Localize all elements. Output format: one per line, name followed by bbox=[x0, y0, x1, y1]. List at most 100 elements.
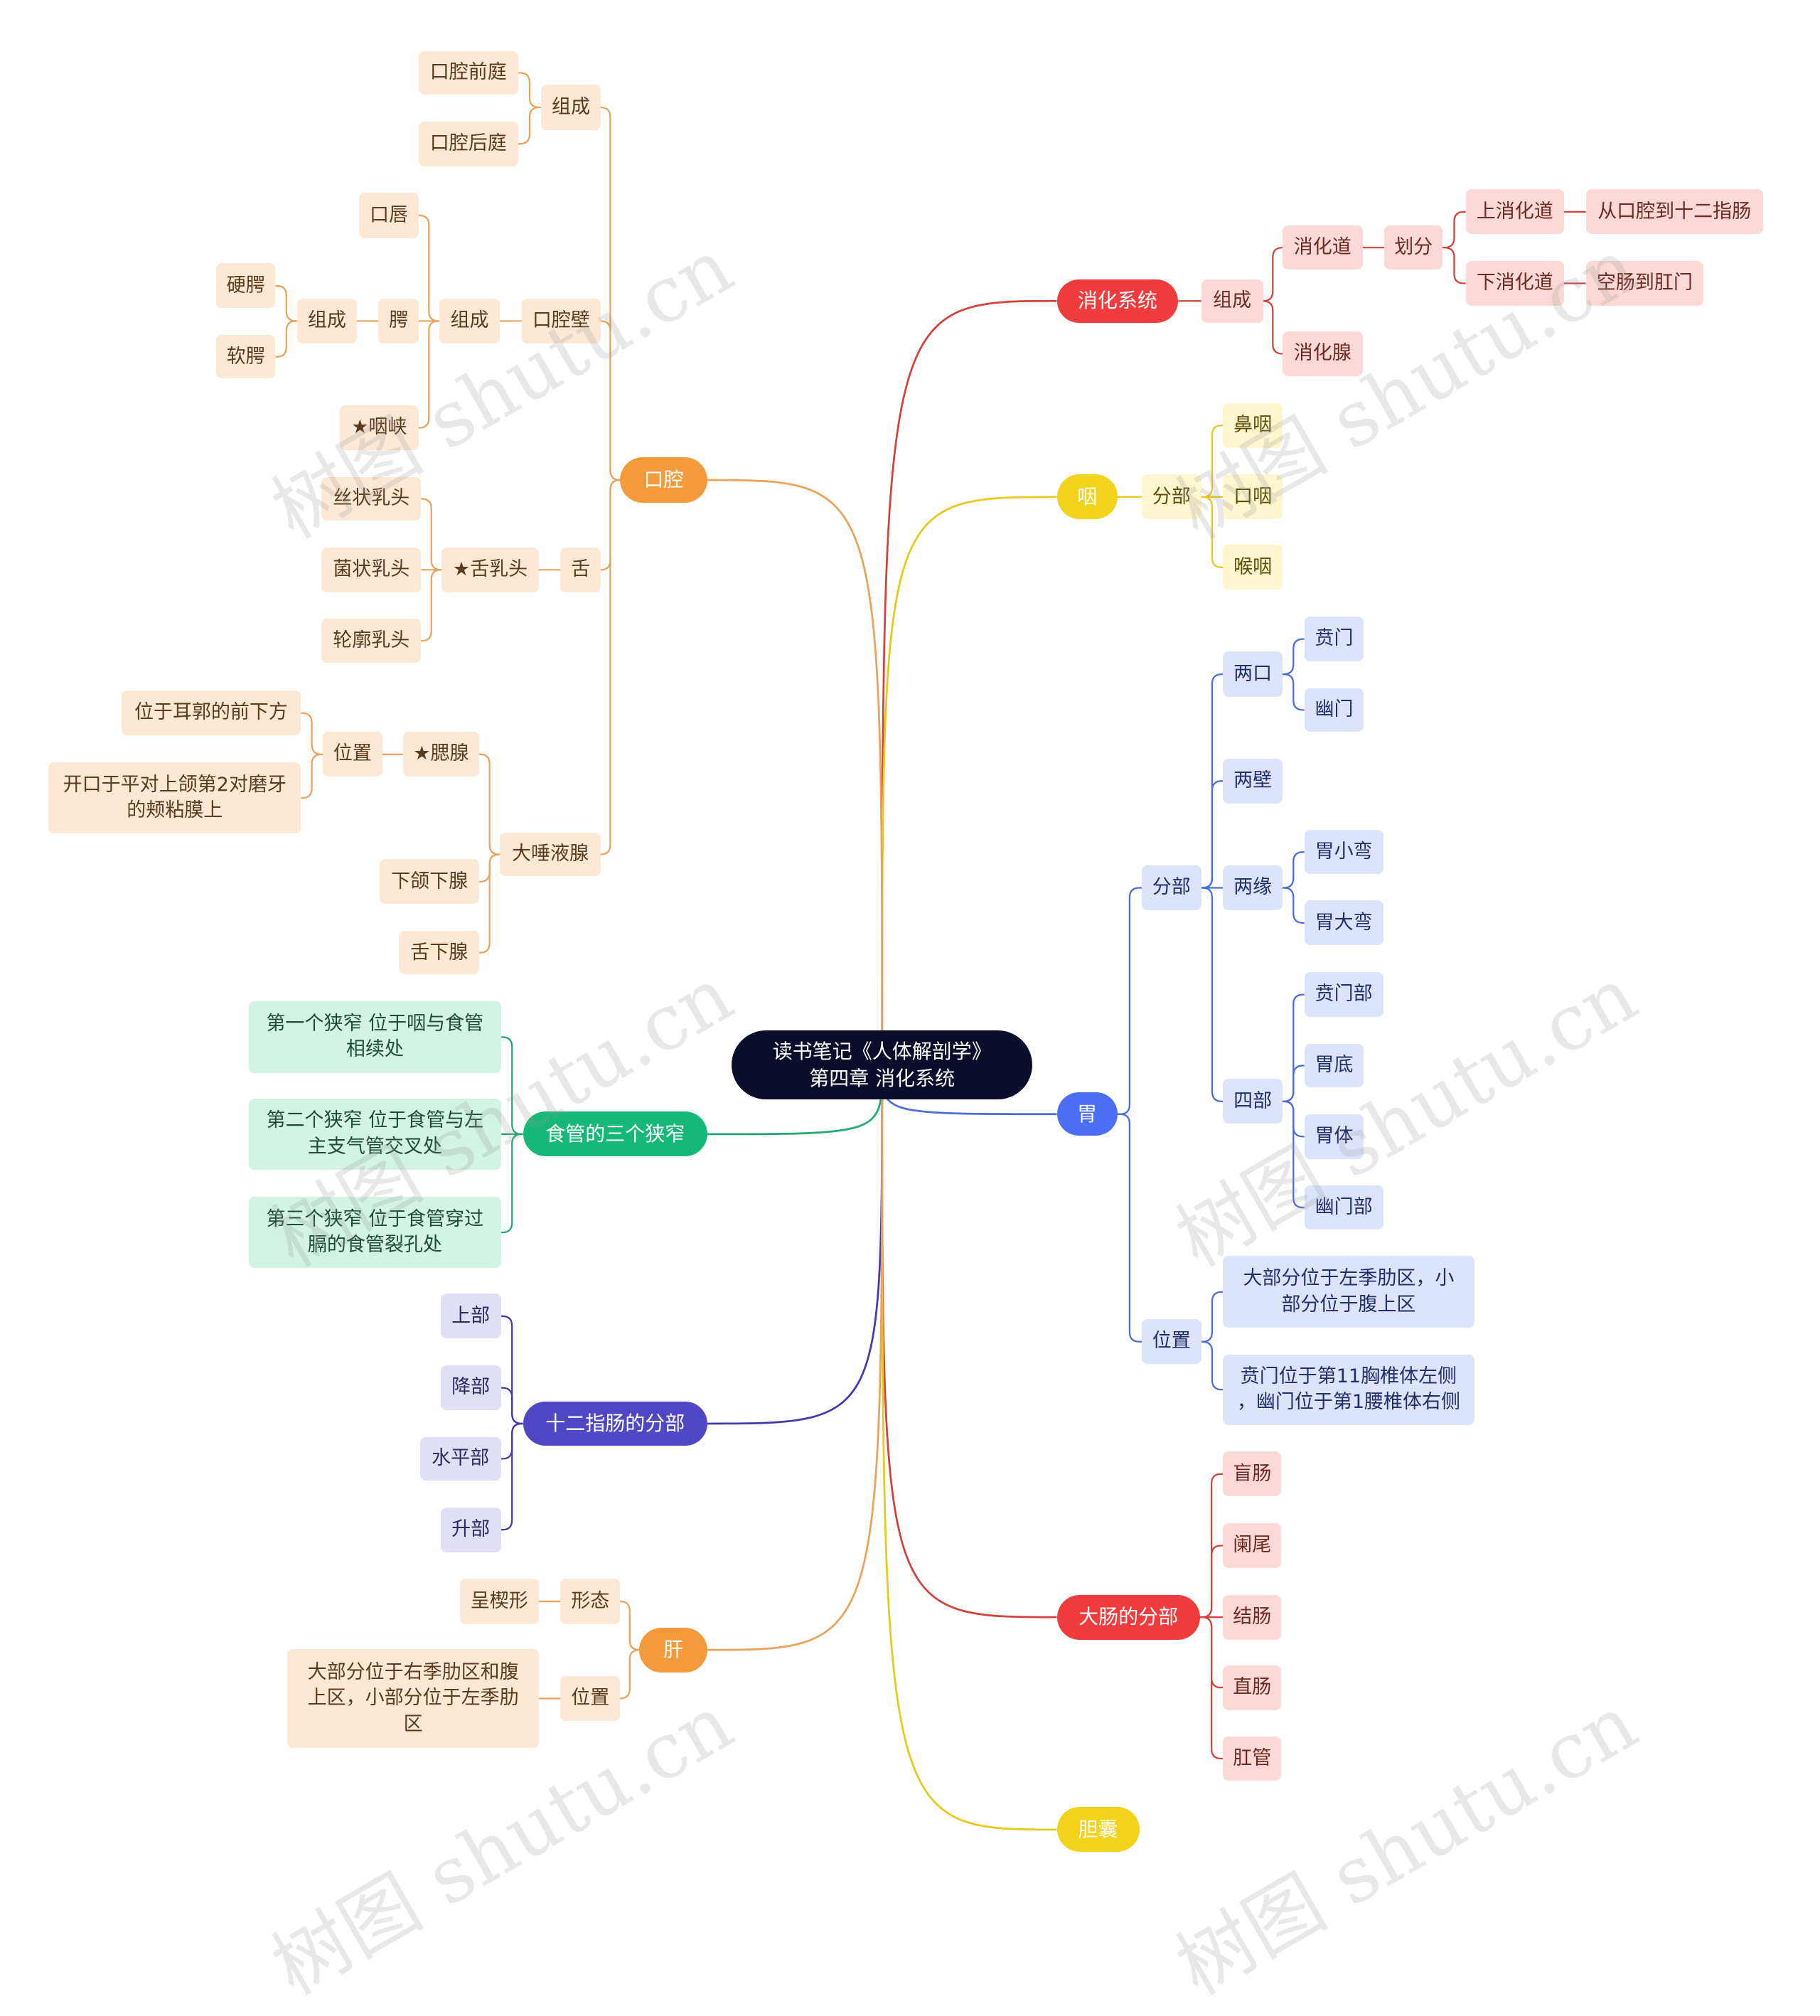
node-位置[interactable]: 位置 bbox=[1141, 1319, 1201, 1365]
node-上部[interactable]: 上部 bbox=[440, 1294, 501, 1339]
branch-connector bbox=[881, 1067, 1057, 1831]
node-舌乳头[interactable]: ★舌乳头 bbox=[441, 547, 539, 592]
node-硬腭[interactable]: 硬腭 bbox=[215, 263, 276, 309]
node-鼻咽[interactable]: 鼻咽 bbox=[1223, 402, 1283, 448]
connector bbox=[1263, 247, 1283, 302]
connector bbox=[301, 753, 323, 799]
node-胃底[interactable]: 胃底 bbox=[1304, 1043, 1364, 1088]
node-位置[interactable]: 位置 bbox=[560, 1675, 621, 1722]
node-贲门位于第11胸椎体左侧，幽[interactable]: 贲门位于第11胸椎体左侧 ，幽门位于第1腰椎体右侧 bbox=[1223, 1354, 1474, 1425]
branch-咽[interactable]: 咽 bbox=[1056, 474, 1118, 520]
connector bbox=[1442, 210, 1466, 249]
node-空肠到肛门[interactable]: 空肠到肛门 bbox=[1585, 260, 1704, 306]
node-口咽[interactable]: 口咽 bbox=[1223, 474, 1283, 520]
node-舌下腺[interactable]: 舌下腺 bbox=[399, 931, 480, 975]
branch-connector bbox=[881, 496, 1057, 1063]
node-软腭[interactable]: 软腭 bbox=[215, 335, 276, 379]
node-咽峡[interactable]: ★咽峡 bbox=[339, 405, 419, 451]
node-第一个狭窄位于咽与食管相续处[interactable]: 第一个狭窄 位于咽与食管 相续处 bbox=[248, 1001, 501, 1073]
node-贲门[interactable]: 贲门 bbox=[1304, 616, 1364, 662]
node-分部[interactable]: 分部 bbox=[1141, 474, 1201, 520]
node-舌[interactable]: 舌 bbox=[560, 547, 601, 592]
node-降部[interactable]: 降部 bbox=[440, 1365, 501, 1411]
node-阑尾[interactable]: 阑尾 bbox=[1223, 1522, 1282, 1568]
node-组成[interactable]: 组成 bbox=[1201, 279, 1263, 323]
branch-connector bbox=[707, 1067, 884, 1651]
connector bbox=[1201, 496, 1224, 569]
connector bbox=[500, 1387, 523, 1425]
node-腭[interactable]: 腭 bbox=[378, 298, 419, 343]
connector bbox=[600, 320, 621, 481]
node-两缘[interactable]: 两缘 bbox=[1223, 865, 1283, 910]
node-上消化道[interactable]: 上消化道 bbox=[1465, 189, 1564, 235]
node-丝状乳头[interactable]: 丝状乳头 bbox=[321, 476, 422, 521]
node-位于耳郭的前下方[interactable]: 位于耳郭的前下方 bbox=[121, 690, 301, 736]
branch-connector bbox=[707, 1067, 884, 1425]
node-组成[interactable]: 组成 bbox=[541, 85, 601, 130]
connector bbox=[1201, 780, 1224, 889]
branch-消化系统[interactable]: 消化系统 bbox=[1056, 279, 1179, 323]
node-下消化道[interactable]: 下消化道 bbox=[1465, 260, 1564, 306]
branch-胆囊[interactable]: 胆囊 bbox=[1056, 1807, 1140, 1852]
connector bbox=[1282, 851, 1305, 889]
branch-connector bbox=[707, 479, 884, 1063]
node-结肠[interactable]: 结肠 bbox=[1223, 1594, 1282, 1640]
branch-食管的三个狭窄[interactable]: 食管的三个狭窄 bbox=[523, 1111, 707, 1157]
branch-肝[interactable]: 肝 bbox=[639, 1627, 707, 1673]
branch-大肠的分部[interactable]: 大肠的分部 bbox=[1056, 1594, 1200, 1640]
node-幽门[interactable]: 幽门 bbox=[1304, 688, 1364, 732]
node-口腔后庭[interactable]: 口腔后庭 bbox=[418, 121, 518, 166]
root-node[interactable]: 读书笔记《人体解剖学》 第四章 消化系统 bbox=[732, 1030, 1033, 1100]
connector bbox=[518, 72, 542, 109]
node-四部[interactable]: 四部 bbox=[1223, 1079, 1283, 1124]
node-大唾液腺[interactable]: 大唾液腺 bbox=[500, 832, 601, 877]
node-水平部[interactable]: 水平部 bbox=[419, 1436, 501, 1481]
node-两壁[interactable]: 两壁 bbox=[1223, 758, 1283, 804]
connector bbox=[1201, 425, 1224, 498]
node-第三个狭窄位于食管穿过膈的食[interactable]: 第三个狭窄 位于食管穿过 膈的食管裂孔处 bbox=[248, 1196, 501, 1269]
connector bbox=[1282, 673, 1305, 711]
node-直肠[interactable]: 直肠 bbox=[1223, 1665, 1282, 1710]
node-口腔前庭[interactable]: 口腔前庭 bbox=[418, 50, 518, 95]
node-从口腔到十二指肠[interactable]: 从口腔到十二指肠 bbox=[1585, 189, 1763, 235]
node-肛管[interactable]: 肛管 bbox=[1223, 1737, 1282, 1781]
node-口腔壁[interactable]: 口腔壁 bbox=[521, 298, 601, 343]
branch-connector bbox=[881, 1067, 1057, 1618]
node-大部分位于左季肋区，小部分位[interactable]: 大部分位于左季肋区，小 部分位于腹上区 bbox=[1223, 1256, 1474, 1328]
branch-口腔[interactable]: 口腔 bbox=[620, 457, 707, 503]
branch-胃[interactable]: 胃 bbox=[1056, 1092, 1118, 1136]
node-划分[interactable]: 划分 bbox=[1384, 225, 1443, 270]
node-开口于平对上颌第2对磨牙的颊[interactable]: 开口于平对上颌第2对磨牙 的颊粘膜上 bbox=[48, 762, 301, 834]
node-大部分位于右季肋区和腹上区，[interactable]: 大部分位于右季肋区和腹 上区，小部分位于左季肋 区 bbox=[287, 1649, 539, 1748]
node-胃大弯[interactable]: 胃大弯 bbox=[1304, 900, 1383, 946]
node-升部[interactable]: 升部 bbox=[440, 1507, 501, 1552]
node-下颌下腺[interactable]: 下颌下腺 bbox=[380, 859, 480, 905]
node-口唇[interactable]: 口唇 bbox=[359, 193, 419, 238]
node-组成[interactable]: 组成 bbox=[297, 298, 357, 343]
node-位置[interactable]: 位置 bbox=[322, 732, 382, 777]
node-组成[interactable]: 组成 bbox=[439, 298, 500, 343]
connector bbox=[479, 853, 500, 954]
connector bbox=[301, 712, 323, 755]
connector-lines bbox=[275, 72, 1586, 1831]
node-贲门部[interactable]: 贲门部 bbox=[1304, 972, 1383, 1018]
node-呈楔形[interactable]: 呈楔形 bbox=[459, 1579, 539, 1624]
node-两口[interactable]: 两口 bbox=[1223, 651, 1283, 697]
node-消化腺[interactable]: 消化腺 bbox=[1282, 331, 1363, 377]
node-分部[interactable]: 分部 bbox=[1141, 865, 1201, 910]
node-幽门部[interactable]: 幽门部 bbox=[1304, 1185, 1383, 1230]
node-喉咽[interactable]: 喉咽 bbox=[1223, 545, 1283, 590]
node-形态[interactable]: 形态 bbox=[560, 1579, 621, 1624]
connector bbox=[479, 753, 500, 855]
node-胃体[interactable]: 胃体 bbox=[1304, 1114, 1364, 1159]
node-菌状乳头[interactable]: 菌状乳头 bbox=[321, 547, 422, 592]
connector bbox=[1117, 1113, 1142, 1343]
connector bbox=[418, 320, 439, 429]
node-消化道[interactable]: 消化道 bbox=[1282, 225, 1363, 270]
branch-十二指肠的分部[interactable]: 十二指肠的分部 bbox=[523, 1402, 707, 1446]
node-胃小弯[interactable]: 胃小弯 bbox=[1304, 830, 1383, 874]
node-第二个狭窄位于食管与左主支气[interactable]: 第二个狭窄 位于食管与左 主支气管交叉处 bbox=[248, 1098, 501, 1170]
node-轮廓乳头[interactable]: 轮廓乳头 bbox=[321, 619, 422, 663]
node-腮腺[interactable]: ★腮腺 bbox=[402, 732, 480, 777]
node-盲肠[interactable]: 盲肠 bbox=[1223, 1451, 1282, 1497]
